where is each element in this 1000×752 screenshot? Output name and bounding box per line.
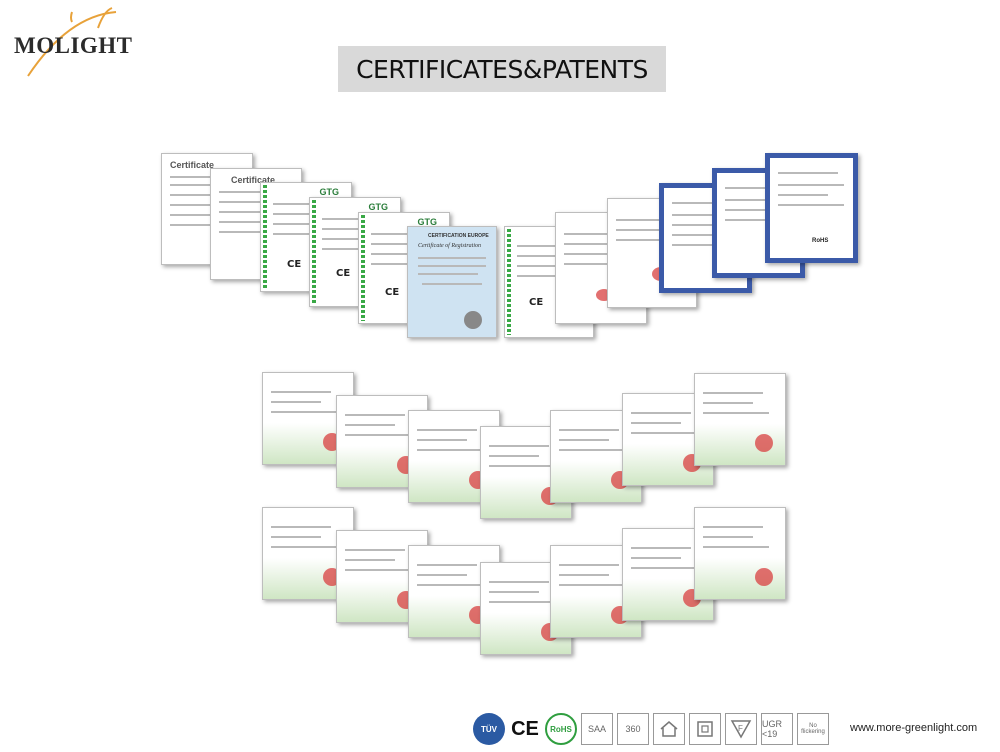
brand-logo: MOLIGHT bbox=[8, 6, 138, 84]
ugr-icon: UGR <19 bbox=[761, 713, 793, 745]
website-url[interactable]: www.more-greenlight.com bbox=[850, 722, 978, 734]
tuv-icon: TÜV bbox=[473, 713, 505, 745]
svg-text:F: F bbox=[738, 724, 743, 733]
ce-mark-icon: CE bbox=[511, 717, 539, 740]
ce-mark: CE bbox=[385, 287, 400, 298]
house-icon bbox=[653, 713, 685, 745]
saa-icon: SAA bbox=[581, 713, 613, 745]
ce-mark: CE bbox=[287, 259, 302, 270]
patent-certificate-card bbox=[694, 373, 786, 466]
rohs-icon: RoHS bbox=[545, 713, 577, 745]
brand-name: MOLIGHT bbox=[14, 33, 133, 58]
gtg-logo: GTG bbox=[368, 202, 389, 212]
registration-heading: Certificate of Registration bbox=[418, 243, 481, 249]
certification-icons: TÜV CE RoHS SAA 360 F UGR <19 No flicker… bbox=[473, 712, 829, 746]
gtg-logo: GTG bbox=[319, 187, 340, 197]
triangle-f-icon: F bbox=[725, 713, 757, 745]
rohs-certificate-card: RoHS bbox=[765, 153, 858, 263]
gtg-logo: GTG bbox=[417, 217, 438, 227]
patent-certificate-card bbox=[480, 562, 572, 655]
cycle-icon: 360 bbox=[617, 713, 649, 745]
certificate-heading: Certificate bbox=[170, 160, 215, 170]
ce-mark: CE bbox=[529, 297, 544, 308]
registration-certificate-card: CERTIFICATION EUROPE Certificate of Regi… bbox=[407, 226, 497, 338]
no-flickering-icon: No flickering bbox=[797, 713, 829, 745]
square-icon bbox=[689, 713, 721, 745]
europe-heading: CERTIFICATION EUROPE bbox=[428, 233, 489, 239]
patent-certificate-card bbox=[622, 393, 714, 486]
logo-swoosh-icon bbox=[27, 7, 117, 77]
certificate-heading: Certificate bbox=[231, 175, 276, 185]
patent-certificate-card bbox=[694, 507, 786, 600]
ce-mark: CE bbox=[336, 268, 351, 279]
rohs-mark: RoHS bbox=[812, 238, 829, 244]
page-title: CERTIFICATES&PATENTS bbox=[338, 46, 666, 92]
